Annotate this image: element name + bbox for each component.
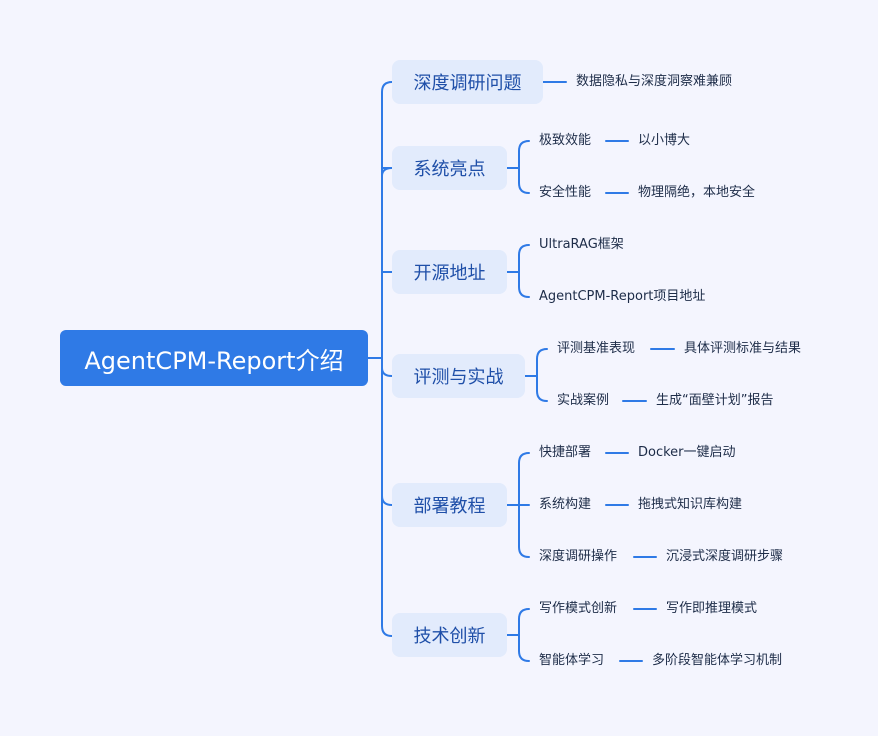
connector-branch-4 <box>381 495 393 506</box>
leaf-detail[interactable]: 拖拽式知识库构建 <box>638 497 743 512</box>
leaf-node[interactable]: UltraRAG框架 <box>539 237 624 252</box>
leaf-detail[interactable]: 多阶段智能体学习机制 <box>652 653 783 668</box>
connector-sub-4 <box>506 452 530 558</box>
leaf-detail[interactable]: 数据隐私与深度洞察难兼顾 <box>576 74 733 89</box>
connector-sub-5 <box>506 608 530 662</box>
branch-node-deployment[interactable]: 部署教程 <box>392 483 507 527</box>
leaf-node[interactable]: 快捷部署 <box>539 445 592 460</box>
leaf-detail[interactable]: Docker一键启动 <box>638 445 736 460</box>
leaf-node[interactable]: 系统构建 <box>539 497 592 512</box>
leaf-detail[interactable]: 具体评测标准与结果 <box>684 341 802 356</box>
connector-sub-1 <box>506 140 530 194</box>
leaf-node[interactable]: 深度调研操作 <box>539 549 618 564</box>
leaf-node[interactable]: 评测基准表现 <box>557 341 636 356</box>
connector-sub-3 <box>524 348 548 402</box>
branch-node-research-problem[interactable]: 深度调研问题 <box>392 60 543 104</box>
leaf-node[interactable]: AgentCPM-Report项目地址 <box>539 289 706 304</box>
leaf-detail[interactable]: 生成“面壁计划”报告 <box>656 393 774 408</box>
connector-branch-1 <box>381 167 393 177</box>
leaf-node[interactable]: 实战案例 <box>557 393 610 408</box>
branch-node-highlights[interactable]: 系统亮点 <box>392 146 507 190</box>
leaf-node[interactable]: 安全性能 <box>539 185 592 200</box>
leaf-node[interactable]: 写作模式创新 <box>539 601 618 616</box>
leaf-detail[interactable]: 沉浸式深度调研步骤 <box>666 549 784 564</box>
leaf-node[interactable]: 智能体学习 <box>539 653 605 668</box>
leaf-detail[interactable]: 物理隔绝，本地安全 <box>638 185 756 200</box>
branch-node-open-source[interactable]: 开源地址 <box>392 250 507 294</box>
connector-trunk <box>381 81 393 637</box>
connector-branch-3 <box>381 367 393 377</box>
leaf-detail[interactable]: 以小博大 <box>638 133 691 148</box>
connector-sub-2 <box>506 244 530 298</box>
leaf-node[interactable]: 极致效能 <box>539 133 592 148</box>
leaf-detail[interactable]: 写作即推理模式 <box>666 601 758 616</box>
branch-node-evaluation[interactable]: 评测与实战 <box>392 354 525 398</box>
root-node[interactable]: AgentCPM-Report介绍 <box>60 330 368 386</box>
branch-node-innovation[interactable]: 技术创新 <box>392 613 507 657</box>
